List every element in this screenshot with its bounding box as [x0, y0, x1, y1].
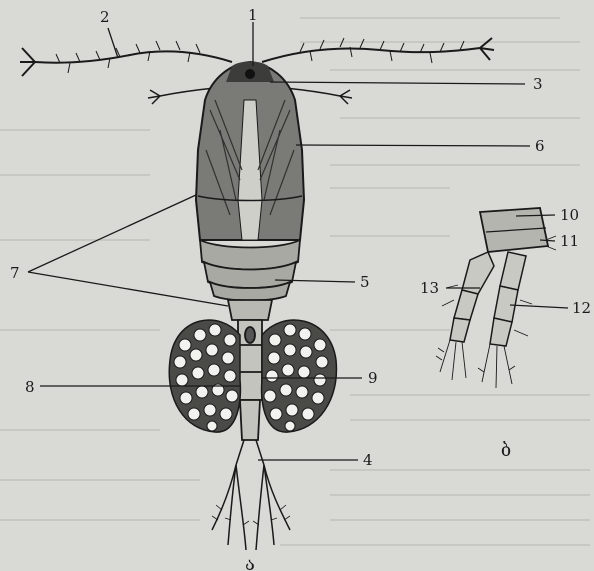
label-8: 8 — [25, 378, 35, 396]
egg-sac-right — [262, 320, 337, 432]
label-2: 2 — [100, 8, 110, 26]
label-6: 6 — [535, 137, 545, 155]
label-10: 10 — [560, 206, 579, 224]
swimming-leg-diagram — [436, 208, 556, 388]
label-9: 9 — [368, 369, 378, 387]
antennule-left — [20, 41, 232, 76]
caudal-furca — [212, 440, 290, 550]
label-4: 4 — [363, 451, 373, 469]
label-13: 13 — [420, 279, 439, 297]
label-12: 12 — [572, 299, 591, 317]
label-7: 7 — [10, 264, 20, 282]
egg-sac-left — [169, 320, 240, 432]
caption-a: ა — [245, 554, 255, 571]
label-5: 5 — [360, 273, 370, 291]
cephalothorax — [196, 62, 304, 241]
label-11: 11 — [560, 232, 579, 250]
label-1: 1 — [248, 6, 258, 24]
thoracic-segments — [200, 240, 300, 301]
label-3: 3 — [533, 75, 543, 93]
caption-b: ბ — [501, 440, 511, 461]
